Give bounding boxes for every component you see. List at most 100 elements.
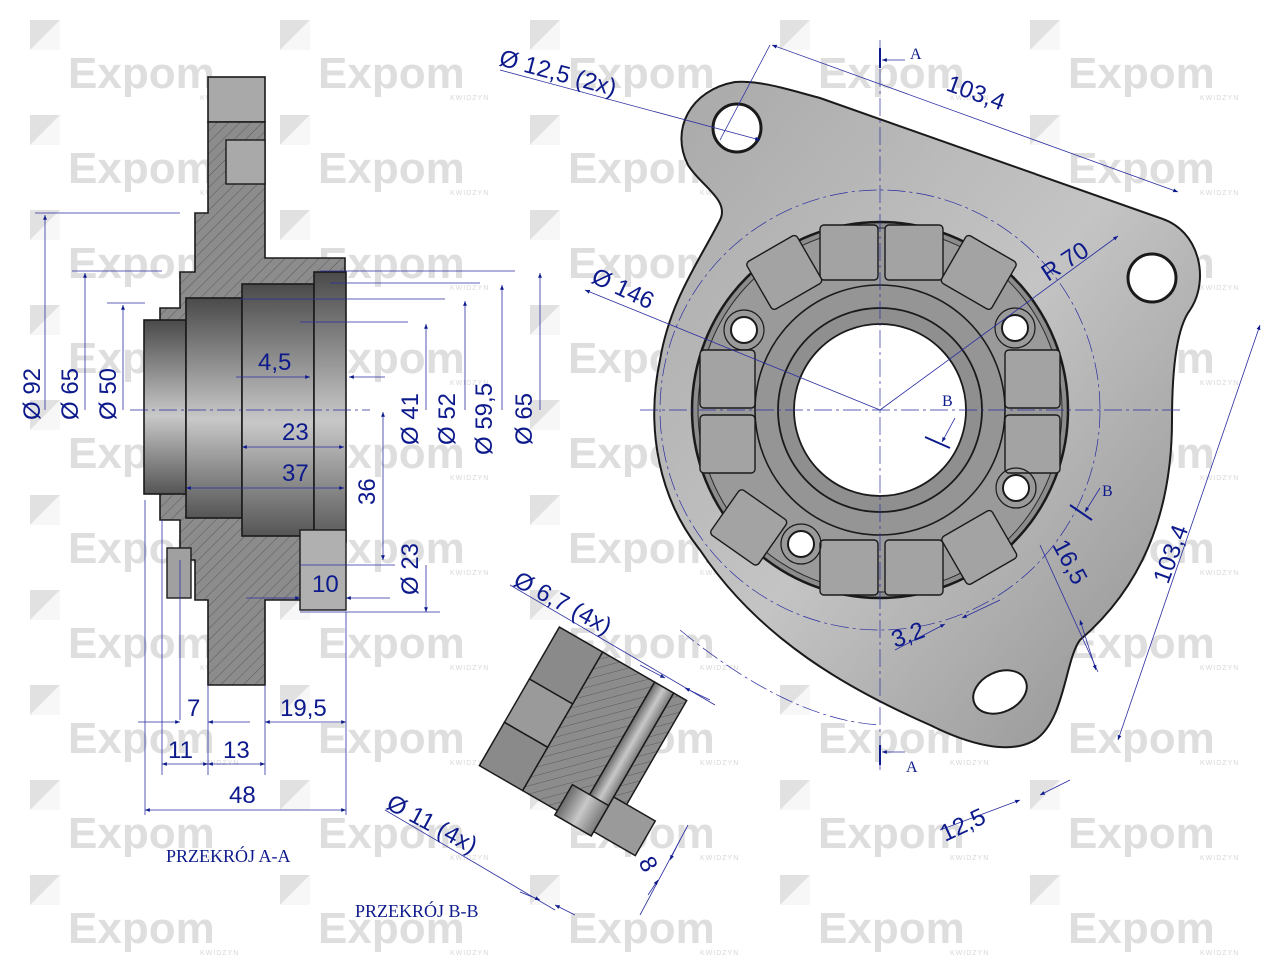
section-bb-view <box>478 626 688 857</box>
svg-text:KWIDZYN: KWIDZYN <box>450 665 489 672</box>
svg-text:KWIDZYN: KWIDZYN <box>700 760 739 767</box>
svg-text:Expom: Expom <box>68 144 215 193</box>
svg-text:KWIDZYN: KWIDZYN <box>200 855 239 862</box>
svg-text:Expom: Expom <box>318 809 465 858</box>
svg-text:KWIDZYN: KWIDZYN <box>450 855 489 862</box>
svg-text:KWIDZYN: KWIDZYN <box>1200 950 1239 957</box>
watermark-tile: Expom KWIDZYN <box>280 20 489 102</box>
svg-text:KWIDZYN: KWIDZYN <box>700 950 739 957</box>
svg-text:KWIDZYN: KWIDZYN <box>200 950 239 957</box>
watermark-tile: Expom KWIDZYN <box>280 115 489 197</box>
dim-36: 36 <box>354 478 381 505</box>
dim-37: 37 <box>282 460 309 487</box>
section-bb-dimension-lines <box>384 584 716 916</box>
svg-text:KWIDZYN: KWIDZYN <box>450 950 489 957</box>
watermark-tile: Expom KWIDZYN <box>280 875 489 957</box>
watermark-tile: Expom KWIDZYN <box>1030 20 1239 102</box>
svg-text:Expom: Expom <box>568 49 715 98</box>
front-view-dimension-lines <box>499 44 1261 831</box>
svg-text:Expom: Expom <box>1068 809 1215 858</box>
watermark-tile: Expom KWIDZYN <box>30 875 239 957</box>
dim-dia-41: Ø 41 <box>397 393 424 445</box>
svg-text:Expom: Expom <box>318 49 465 98</box>
svg-text:Expom: Expom <box>818 809 965 858</box>
section-mark-a-bottom: A <box>906 759 918 776</box>
svg-text:Expom: Expom <box>68 904 215 953</box>
dim-4-5: 4,5 <box>258 349 291 376</box>
section-aa-dimension-lines <box>35 212 542 815</box>
watermark-tile: Expom KWIDZYN <box>780 875 989 957</box>
svg-text:KWIDZYN: KWIDZYN <box>1200 190 1239 197</box>
section-mark-b-right: B <box>1102 483 1113 500</box>
section-bb-caption: PRZEKRÓJ B-B <box>355 900 479 921</box>
svg-text:KWIDZYN: KWIDZYN <box>450 760 489 767</box>
svg-text:KWIDZYN: KWIDZYN <box>450 95 489 102</box>
svg-text:Expom: Expom <box>1068 49 1215 98</box>
dim-103-4-top: 103,4 <box>943 70 1009 116</box>
svg-text:KWIDZYN: KWIDZYN <box>450 570 489 577</box>
svg-text:KWIDZYN: KWIDZYN <box>1200 760 1239 767</box>
dim-dia-52: Ø 52 <box>434 393 461 445</box>
watermark-tile: Expom KWIDZYN <box>30 780 239 862</box>
section-aa-caption: PRZEKRÓJ A-A <box>166 845 291 866</box>
svg-text:KWIDZYN: KWIDZYN <box>950 950 989 957</box>
svg-text:KWIDZYN: KWIDZYN <box>450 190 489 197</box>
svg-text:KWIDZYN: KWIDZYN <box>1200 380 1239 387</box>
svg-text:KWIDZYN: KWIDZYN <box>950 855 989 862</box>
svg-text:Expom: Expom <box>68 49 215 98</box>
watermark-tile: Expom KWIDZYN <box>780 685 989 767</box>
dim-11: 11 <box>168 737 193 764</box>
svg-text:Expom: Expom <box>68 619 215 668</box>
svg-text:Expom: Expom <box>318 904 465 953</box>
svg-text:KWIDZYN: KWIDZYN <box>450 285 489 292</box>
watermark-tile: Expom KWIDZYN <box>1030 780 1239 862</box>
dim-dia-23: Ø 23 <box>397 543 424 595</box>
dim-dia-59-5: Ø 59,5 <box>471 383 498 455</box>
dim-13: 13 <box>223 737 250 764</box>
svg-text:KWIDZYN: KWIDZYN <box>1200 475 1239 482</box>
svg-text:Expom: Expom <box>1068 904 1215 953</box>
dim-7: 7 <box>187 695 200 722</box>
svg-text:KWIDZYN: KWIDZYN <box>1200 855 1239 862</box>
svg-text:KWIDZYN: KWIDZYN <box>700 665 739 672</box>
svg-text:KWIDZYN: KWIDZYN <box>450 380 489 387</box>
section-mark-a-top: A <box>910 46 922 63</box>
svg-text:Expom: Expom <box>68 809 215 858</box>
svg-text:KWIDZYN: KWIDZYN <box>1200 95 1239 102</box>
dim-dia-50: Ø 50 <box>95 368 122 420</box>
dim-48: 48 <box>229 782 256 809</box>
section-aa-view <box>130 76 370 686</box>
svg-text:Expom: Expom <box>818 904 965 953</box>
svg-text:Expom: Expom <box>318 619 465 668</box>
watermark-tile: Expom KWIDZYN <box>30 590 238 672</box>
section-aa-labels: Ø 92 Ø 65 Ø 50 Ø 41 Ø 52 Ø 59,5 Ø 65 4,5… <box>19 349 538 866</box>
watermark-tile: Expom KWIDZYN <box>1030 875 1239 957</box>
svg-text:KWIDZYN: KWIDZYN <box>1200 570 1239 577</box>
dim-dia-92: Ø 92 <box>19 368 46 420</box>
svg-text:Expom: Expom <box>1068 714 1215 763</box>
svg-text:KWIDZYN: KWIDZYN <box>1200 285 1239 292</box>
svg-text:Expom: Expom <box>318 144 465 193</box>
svg-text:KWIDZYN: KWIDZYN <box>450 475 489 482</box>
svg-text:KWIDZYN: KWIDZYN <box>700 855 739 862</box>
watermark-tile: Expom KWIDZYN <box>30 115 238 197</box>
svg-text:Expom: Expom <box>1068 144 1215 193</box>
dim-23: 23 <box>282 419 309 446</box>
svg-text:KWIDZYN: KWIDZYN <box>1200 665 1239 672</box>
dim-dia-65-left: Ø 65 <box>57 368 84 420</box>
section-mark-b-center: B <box>942 393 953 410</box>
watermark-tile: Expom KWIDZYN <box>530 875 739 957</box>
dim-19-5: 19,5 <box>280 695 327 722</box>
svg-text:Expom: Expom <box>568 904 715 953</box>
watermark-tile: Expom KWIDZYN <box>530 20 738 102</box>
dim-10: 10 <box>312 571 339 598</box>
front-view <box>640 40 1201 770</box>
watermark-tile: Expom KWIDZYN <box>280 685 489 767</box>
watermark-tile: Expom KWIDZYN <box>530 495 738 577</box>
dim-dia-65-right: Ø 65 <box>511 393 538 445</box>
watermark-tile: Expom KWIDZYN <box>30 20 238 102</box>
watermark-tile: Expom KWIDZYN <box>280 780 489 862</box>
svg-text:KWIDZYN: KWIDZYN <box>950 760 989 767</box>
watermark-tile: Expom KWIDZYN <box>780 780 989 862</box>
